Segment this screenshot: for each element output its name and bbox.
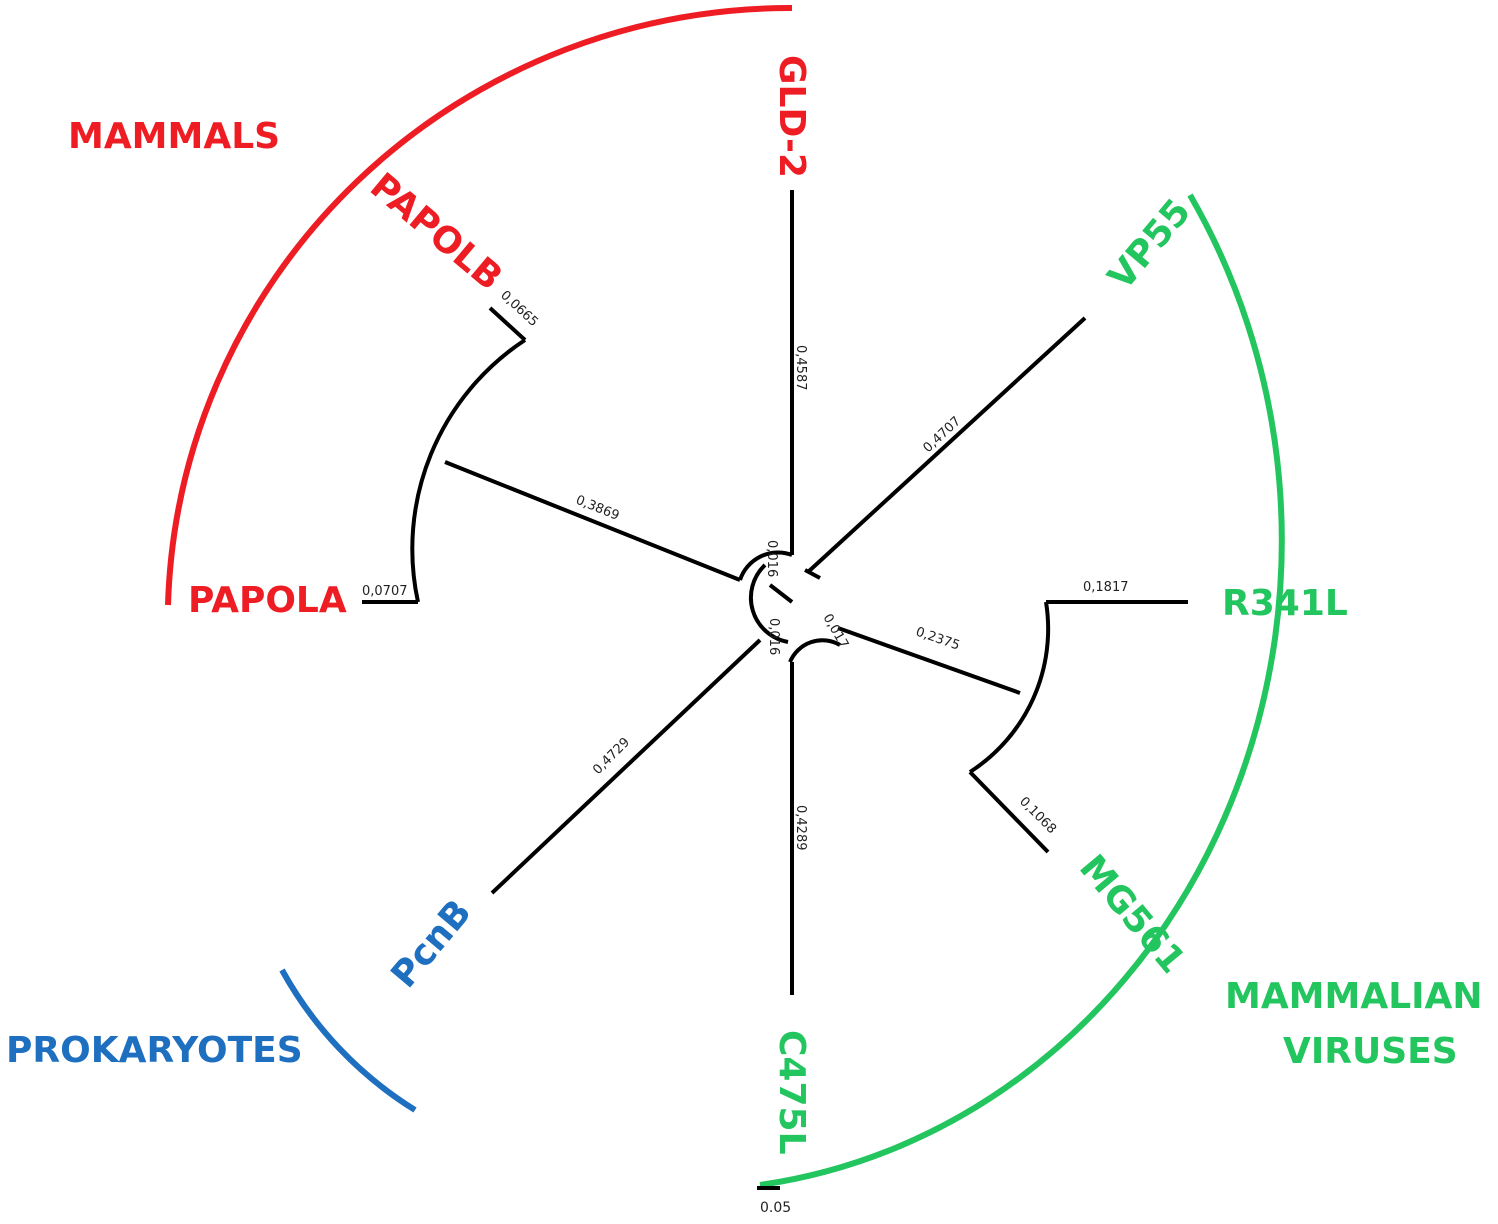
prokaryotes-clade-arc: [279, 968, 417, 1113]
center-arc-left: [748, 563, 789, 644]
group-labels: MAMMALS PROKARYOTES MAMMALIAN VIRUSES: [6, 116, 1483, 1072]
center-arc-bottom: [788, 638, 842, 663]
virus-clade-arc: [968, 601, 1051, 774]
blen-pcnb: 0,4729: [590, 735, 633, 778]
blen-papolb: 0,0665: [497, 288, 541, 330]
leaf-c475l: C475L: [771, 1030, 812, 1155]
mammal-clade-arc: [410, 338, 527, 603]
leaf-pcnb: PcnB: [383, 892, 479, 996]
blen-papola: 0,0707: [362, 584, 408, 599]
tree-branches: [362, 190, 1188, 1190]
group-viruses-line2: VIRUSES: [1283, 1031, 1458, 1072]
blen-gld2: 0,4587: [793, 345, 808, 391]
branch-pcnb: [490, 638, 762, 895]
leaf-papolb: PAPOLB: [362, 165, 510, 298]
branch-virus-clade: [837, 626, 1021, 695]
branch-papolb: [488, 306, 527, 342]
group-mammals: MAMMALS: [68, 116, 280, 157]
blen-mg561: 0,1068: [1016, 794, 1059, 837]
blen-virus-clade: 0,2375: [914, 625, 962, 654]
leaf-gld2: GLD-2: [771, 55, 812, 178]
blen-inner-a: 0,016: [764, 540, 779, 577]
branch-vp55: [806, 316, 1087, 574]
blen-inner-c: 0,016: [766, 618, 781, 655]
scale-bar-label: 0.05: [760, 1200, 791, 1216]
leaf-r341l: R341L: [1222, 583, 1348, 624]
group-viruses-line1: MAMMALIAN: [1225, 976, 1483, 1017]
mammals-clade-arc: [165, 4, 793, 606]
blen-c475l: 0,4289: [793, 805, 808, 851]
root-stub: [768, 583, 794, 604]
branch-mg561: [968, 770, 1050, 854]
leaf-papola: PAPOLA: [188, 580, 347, 621]
blen-mammal-clade: 0,3869: [574, 493, 622, 524]
inner-stub-right: [804, 568, 821, 580]
leaf-labels: GLD-2 PAPOLB PAPOLA VP55 R341L MG561 C47…: [188, 55, 1348, 1155]
branch-mammal-clade: [444, 460, 741, 582]
leaf-vp55: VP55: [1100, 191, 1198, 297]
blen-r341l: 0,1817: [1083, 580, 1129, 595]
center-arc-small: [738, 550, 793, 581]
viruses-clade-arc: [759, 193, 1285, 1188]
group-prokaryotes: PROKARYOTES: [6, 1030, 303, 1071]
